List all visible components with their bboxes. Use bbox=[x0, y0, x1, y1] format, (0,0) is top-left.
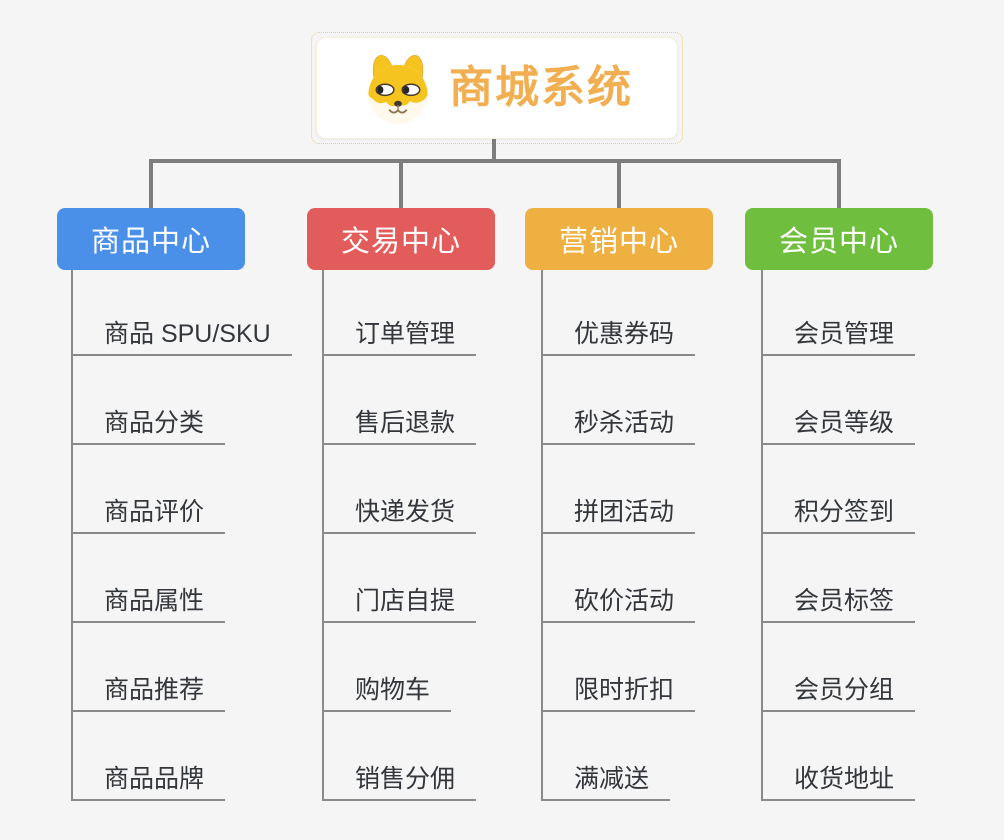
branch-node-2[interactable]: 交易中心 bbox=[307, 208, 495, 270]
leaf-node[interactable]: 收货地址 bbox=[761, 765, 916, 801]
connector-branch-drop bbox=[399, 159, 403, 208]
connector-branch-drop bbox=[617, 159, 621, 208]
leaf-node[interactable]: 商品分类 bbox=[71, 409, 226, 445]
leaf-node[interactable]: 商品评价 bbox=[71, 498, 226, 534]
leaf-node[interactable]: 商品属性 bbox=[71, 587, 226, 623]
leaf-node[interactable]: 优惠券码 bbox=[541, 320, 696, 356]
leaf-node[interactable]: 订单管理 bbox=[322, 320, 477, 356]
root-node-selection-outline bbox=[311, 32, 683, 144]
branch-node-4[interactable]: 会员中心 bbox=[745, 208, 933, 270]
leaf-node[interactable]: 商品推荐 bbox=[71, 676, 226, 712]
connector-branch-drop bbox=[149, 159, 153, 208]
connector-branch-spine bbox=[71, 270, 73, 801]
leaf-node[interactable]: 销售分佣 bbox=[322, 765, 477, 801]
leaf-node[interactable]: 商品品牌 bbox=[71, 765, 226, 801]
connector-branch-spine bbox=[322, 270, 324, 801]
leaf-node[interactable]: 购物车 bbox=[322, 676, 452, 712]
branch-node-1[interactable]: 商品中心 bbox=[57, 208, 245, 270]
leaf-node[interactable]: 会员等级 bbox=[761, 409, 916, 445]
leaf-node[interactable]: 拼团活动 bbox=[541, 498, 696, 534]
root-node-title: 商城系统 bbox=[449, 63, 633, 112]
root-node[interactable]: 商城系统 bbox=[316, 37, 678, 139]
connector-root-stem bbox=[492, 139, 496, 163]
leaf-node[interactable]: 商品 SPU/SKU bbox=[71, 320, 292, 356]
leaf-node[interactable]: 限时折扣 bbox=[541, 676, 696, 712]
connector-branch-spine bbox=[761, 270, 763, 801]
leaf-node[interactable]: 秒杀活动 bbox=[541, 409, 696, 445]
leaf-node[interactable]: 会员标签 bbox=[761, 587, 916, 623]
leaf-node[interactable]: 售后退款 bbox=[322, 409, 477, 445]
leaf-node[interactable]: 会员管理 bbox=[761, 320, 916, 356]
leaf-node[interactable]: 满减送 bbox=[541, 765, 671, 801]
branch-node-3[interactable]: 营销中心 bbox=[525, 208, 713, 270]
connector-horizontal-rail bbox=[149, 159, 841, 163]
connector-branch-spine bbox=[541, 270, 543, 801]
leaf-node[interactable]: 门店自提 bbox=[322, 587, 477, 623]
connector-branch-drop bbox=[837, 159, 841, 208]
leaf-node[interactable]: 快递发货 bbox=[322, 498, 477, 534]
leaf-node[interactable]: 会员分组 bbox=[761, 676, 916, 712]
leaf-node[interactable]: 砍价活动 bbox=[541, 587, 696, 623]
leaf-node[interactable]: 积分签到 bbox=[761, 498, 916, 534]
shiba-dog-icon bbox=[368, 54, 428, 125]
